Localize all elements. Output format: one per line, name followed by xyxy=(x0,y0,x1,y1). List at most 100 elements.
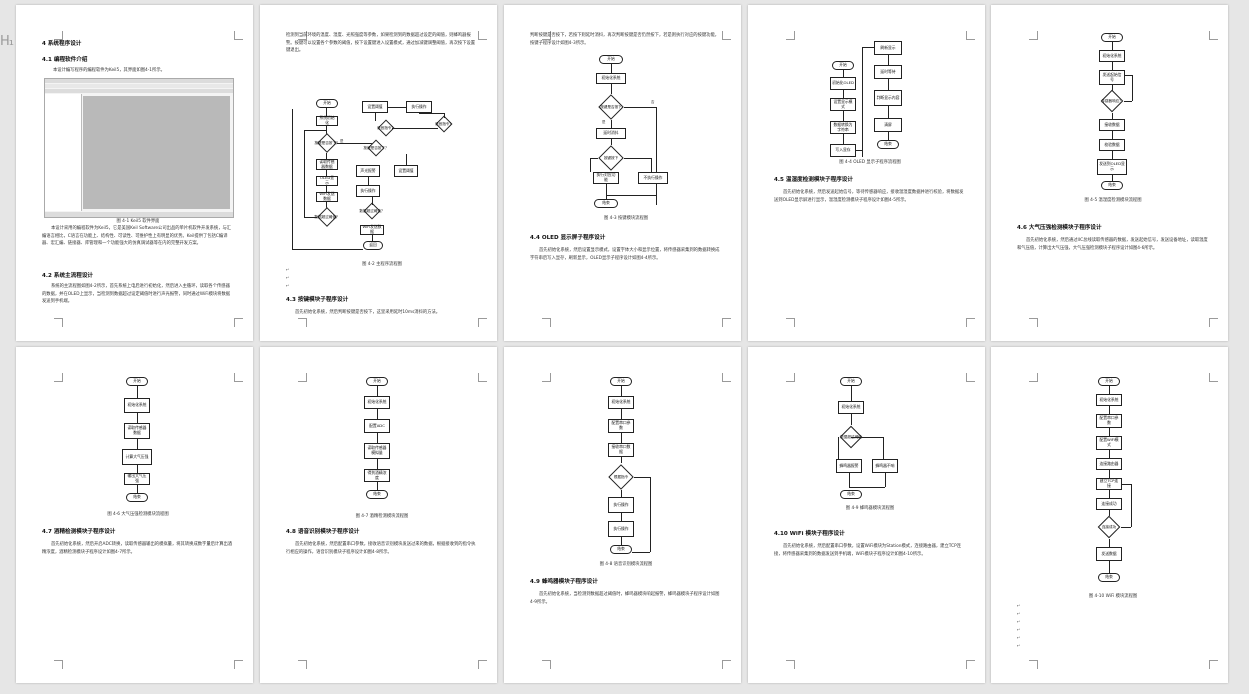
document-page-6: 开始 初始化系统 读取传感器数据 计算大气压强 输出大气压强 结束 图 4-6 … xyxy=(16,347,253,683)
flow-process: 初始化系统 xyxy=(608,396,634,409)
paragraph: 本设计编写程序的编程软件为Keil5，其界面如图4-1所示。 xyxy=(53,68,165,73)
flow-process: 延时消抖 xyxy=(596,128,626,139)
empty-paragraph-mark: ↵ xyxy=(1017,611,1021,616)
crop-mark xyxy=(722,660,731,669)
document-page-4: 开始 初始化OLED 设置显示模式 数据转换为字符串 写入显存 刷新显示 延时等… xyxy=(748,5,985,341)
crop-mark xyxy=(234,318,243,327)
figure-caption: 图 4-6 大气压强检测模块流程图 xyxy=(107,512,169,517)
crop-mark xyxy=(966,318,975,327)
crop-mark xyxy=(542,31,551,40)
document-page-7: 开始 初始化系统 配置ADC 读取传感器模拟量 得到酒精浓度 结束 图 4-7 … xyxy=(260,347,497,683)
crop-mark xyxy=(54,318,63,327)
flow-process: WiFi发送数据 xyxy=(316,192,338,202)
flow-end: 结束 xyxy=(877,140,899,149)
paragraph: 系统的主流程图如图4-2所示，首先系统上电后进行初始化，然后进入主循环，读取各个… xyxy=(42,284,231,305)
flow-process: OLED显示 xyxy=(316,176,338,186)
document-page-3: 判断按键是否按下，若按下则延时消抖，再次判断按键是否仍然按下，若是则执行对应的按… xyxy=(504,5,741,341)
crop-mark xyxy=(786,660,795,669)
crop-mark xyxy=(478,31,487,40)
empty-paragraph-mark: ↵ xyxy=(286,283,290,288)
figure-caption: 图 4-3 按键模块流程图 xyxy=(603,216,649,221)
flow-end: 结束 xyxy=(126,493,148,502)
flow-process: 初始化系统 xyxy=(364,396,390,409)
crop-mark xyxy=(234,31,243,40)
crop-mark xyxy=(478,318,487,327)
flow-no-label: 否 xyxy=(651,100,655,104)
crop-mark xyxy=(1209,660,1218,669)
flow-process: 延时等待 xyxy=(874,65,902,79)
flow-start: 开始 xyxy=(126,377,148,386)
flow-process: 接收串口数据 xyxy=(608,443,634,457)
subsection-heading: 4.7 酒精检测模块子程序设计 xyxy=(42,529,116,535)
crop-mark xyxy=(1209,31,1218,40)
figure-caption: 图 4-4 OLED 显示子程序流程图 xyxy=(839,160,901,165)
flow-process: 初始化系统 xyxy=(1099,50,1125,62)
flow-process: 配置串口参数 xyxy=(608,419,634,433)
crop-mark xyxy=(234,373,243,382)
flow-decision-text: 传感器响应？ xyxy=(1101,98,1123,103)
flow-start: 开始 xyxy=(366,377,388,386)
flow-end: 结束 xyxy=(366,490,388,499)
flow-process: 设置阈值 xyxy=(394,165,418,177)
flow-process: 判断显示内容 xyxy=(874,90,902,106)
flow-process: 配置WiFi模式 xyxy=(1096,436,1122,450)
flow-process: 系统初始化 xyxy=(316,116,338,126)
figure-caption: 图 4-1 Keil5 软件界面 xyxy=(116,219,160,224)
subsection-heading: 4.9 蜂鸣器模块子程序设计 xyxy=(530,579,598,585)
section-heading: 4 系统程序设计 xyxy=(42,41,82,47)
paragraph: 首先初始化系统，然后发送起始信号，等待传感器响应，接收温湿度数据并进行校验，将数… xyxy=(774,190,964,203)
crop-mark xyxy=(54,31,63,40)
flow-process: 校验数据 xyxy=(1099,139,1125,151)
paragraph: 首先初始化系统，然后设置显示模式，设置字体大小和显示位置，将传感器采集到的数据转… xyxy=(530,248,720,261)
figure-caption: 图 4-9 蜂鸣器模块流程图 xyxy=(845,506,895,511)
crop-mark xyxy=(966,660,975,669)
paragraph: 首先初始化系统，当检测到数据超过阈值时，蜂鸣器模块响起报警，蜂鸣器模块子程序设计… xyxy=(530,592,720,605)
flow-decision-text: 数据超过阈值？ xyxy=(359,208,385,213)
flow-process: 执行操作 xyxy=(608,497,634,513)
heading-style-indicator[interactable]: H₁ xyxy=(0,34,14,49)
flow-decision-text: 按键是否按下 xyxy=(600,104,622,109)
flow-decision-text: 按键是否按下？ xyxy=(363,145,389,150)
flow-process: 初始化系统 xyxy=(596,73,626,84)
crop-mark xyxy=(1029,660,1038,669)
flow-decision-text: 语音指令？ xyxy=(435,121,453,126)
flow-end: 返回 xyxy=(363,241,383,250)
document-page-2: 检测到当前环境的温度、湿度、光照强度等参数，如果检测到的数据超过设定的阈值，则蜂… xyxy=(260,5,497,341)
paragraph: 首先初始化系统，然后通过IIC总线读取传感器的数据，发送起始信号，发送设备地址，… xyxy=(1017,238,1208,251)
flow-end: 结束 xyxy=(1098,573,1120,582)
flow-end: 结束 xyxy=(610,545,632,554)
crop-mark xyxy=(786,373,795,382)
flow-process: 执行操作 xyxy=(406,101,432,113)
flow-process: 设置阈值 xyxy=(362,101,388,113)
flow-process: 发送到OLED显示 xyxy=(1097,159,1127,175)
flow-yes-label: 是 xyxy=(602,120,606,124)
flow-decision-text: 根据指令 xyxy=(613,474,629,479)
crop-mark xyxy=(298,318,307,327)
flow-start: 开始 xyxy=(599,55,623,64)
crop-mark xyxy=(966,373,975,382)
crop-mark xyxy=(542,318,551,327)
flow-process: 初始化系统 xyxy=(838,401,864,414)
empty-paragraph-mark: ↵ xyxy=(1017,627,1021,632)
subsection-heading: 4.2 系统主流程设计 xyxy=(42,273,94,279)
crop-mark xyxy=(722,31,731,40)
crop-mark xyxy=(298,31,307,40)
flow-process: 读取传感器模拟量 xyxy=(364,443,390,459)
flow-process: 连接成功 xyxy=(1096,498,1122,510)
subsection-heading: 4.8 语音识别模块子程序设计 xyxy=(286,529,360,535)
flow-process: 建立TCP连接 xyxy=(1096,478,1122,490)
flow-process: 蜂鸣器不响 xyxy=(872,459,898,473)
flow-process: 初始化OLED xyxy=(830,77,856,90)
flow-end: 结束 xyxy=(840,490,862,499)
crop-mark xyxy=(786,318,795,327)
flow-process: 声光报警 xyxy=(356,165,380,177)
crop-mark xyxy=(966,31,975,40)
empty-paragraph-mark: ↵ xyxy=(1017,635,1021,640)
flow-decision-text: 按键是否按下？ xyxy=(314,140,340,145)
flow-decision-text: 连接成功 xyxy=(1101,524,1117,529)
paragraph: 首先初始化系统，然后开启ADC转换，读取传感器输出的模拟量，将其转换成数字量后计… xyxy=(42,542,233,555)
empty-paragraph-mark: ↵ xyxy=(286,275,290,280)
paragraph: 判断按键是否按下，若按下则延时消抖，再次判断按键是否仍然按下，若是则执行对应的按… xyxy=(530,33,720,46)
document-page-9: 开始 初始化系统 数据超过阈值 蜂鸣器报警 蜂鸣器不响 结束 图 4-9 蜂鸣器… xyxy=(748,347,985,683)
crop-mark xyxy=(478,373,487,382)
